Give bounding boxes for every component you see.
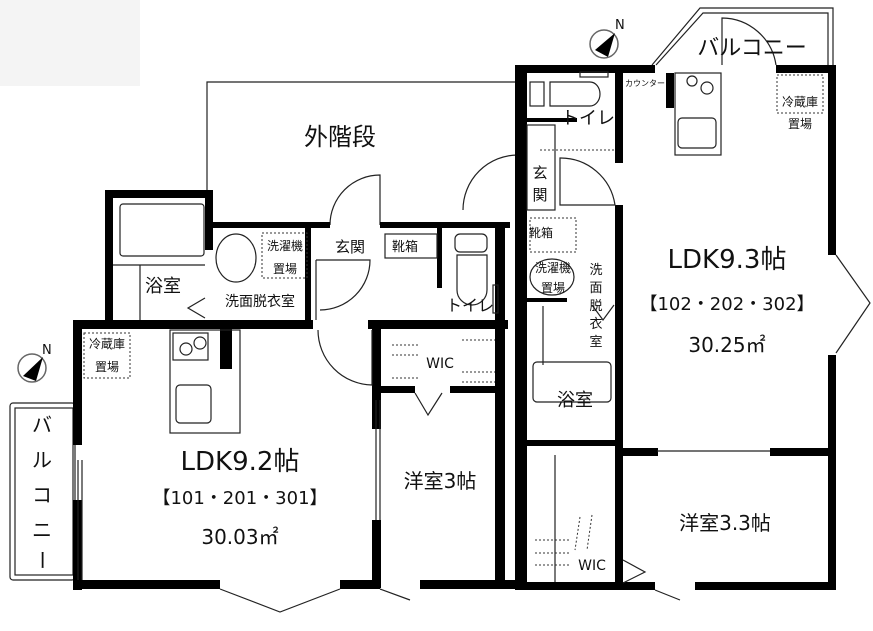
stairs-label: 外階段 bbox=[304, 123, 376, 151]
washer-label: 置場 bbox=[273, 262, 297, 276]
washroom-char: 洗 bbox=[589, 263, 602, 278]
washroom-char: 室 bbox=[589, 334, 602, 350]
balcony-char: コ bbox=[32, 483, 52, 507]
shoe-box-label: 靴箱 bbox=[392, 239, 418, 255]
ldk-label: LDK9.2帖 bbox=[181, 447, 300, 477]
balcony-char: バ bbox=[32, 413, 52, 437]
unit-numbers: 【102・202・302】 bbox=[639, 294, 814, 315]
fridge-label: 冷蔵庫 bbox=[782, 95, 818, 109]
washroom-char: 衣 bbox=[589, 316, 602, 332]
unit-a-labels: LDK9.2帖 【101・201・301】 30.03㎡ 洋室3帖 浴室 洗面脱… bbox=[30, 238, 494, 570]
bath-label: 浴室 bbox=[557, 390, 593, 411]
unit-b-fixtures bbox=[526, 71, 871, 601]
toilet-label: トイレ bbox=[561, 108, 615, 129]
entrance-char: 関 bbox=[532, 186, 547, 204]
western-room-label: 洋室3帖 bbox=[404, 469, 477, 493]
fridge-label: 置場 bbox=[788, 117, 812, 131]
compass-icon: N bbox=[589, 18, 625, 59]
entrance-char: 玄 bbox=[532, 164, 547, 182]
compass-icon: N bbox=[17, 343, 52, 383]
toilet-label: トイレ bbox=[446, 296, 494, 315]
unit-b-walls bbox=[515, 65, 836, 590]
washroom-label: 洗面脱衣室 bbox=[225, 293, 295, 310]
unit-b-labels: LDK9.3帖 【102・202・302】 30.25㎡ 洋室3.3帖 浴室 洗… bbox=[529, 36, 818, 574]
bath-label: 浴室 bbox=[145, 276, 181, 297]
balcony-label: バルコニー bbox=[697, 36, 807, 61]
washroom-label: 洗 面 脱 衣 室 bbox=[589, 263, 602, 350]
ldk-label: LDK9.3帖 bbox=[668, 245, 787, 275]
unit-a-fixtures bbox=[77, 203, 499, 613]
washer-label: 洗濯機 bbox=[535, 260, 571, 275]
washer-label: 洗濯機 bbox=[267, 238, 303, 253]
wic-label: WIC bbox=[426, 356, 454, 372]
wic-label: WIC bbox=[578, 558, 606, 574]
area-label: 30.25㎡ bbox=[688, 333, 765, 357]
compass-n-label: N bbox=[42, 343, 52, 358]
washroom-char: 脱 bbox=[589, 299, 602, 314]
washroom-char: 面 bbox=[589, 281, 602, 296]
shoe-box-label: 靴箱 bbox=[529, 225, 553, 240]
compass-n-label: N bbox=[615, 18, 625, 33]
fridge-label: 冷蔵庫 bbox=[89, 337, 125, 351]
area-label: 30.03㎡ bbox=[201, 525, 278, 549]
external-stairs bbox=[206, 81, 519, 226]
blank-area bbox=[0, 0, 140, 86]
balcony-left bbox=[9, 402, 76, 581]
fridge-label: 置場 bbox=[95, 360, 119, 374]
entrance-label: 玄関 bbox=[335, 238, 365, 256]
washer-label: 置場 bbox=[541, 281, 565, 295]
balcony-char: ニ bbox=[32, 518, 52, 542]
balcony-char: ー bbox=[30, 550, 54, 570]
counter-label: カウンター bbox=[625, 79, 665, 88]
unit-numbers: 【101・201・301】 bbox=[152, 488, 327, 509]
balcony-right bbox=[651, 7, 834, 66]
balcony-char: ル bbox=[32, 448, 52, 472]
western-room-label: 洋室3.3帖 bbox=[679, 511, 771, 535]
balcony-label: バ ル コ ニ ー bbox=[30, 413, 54, 570]
